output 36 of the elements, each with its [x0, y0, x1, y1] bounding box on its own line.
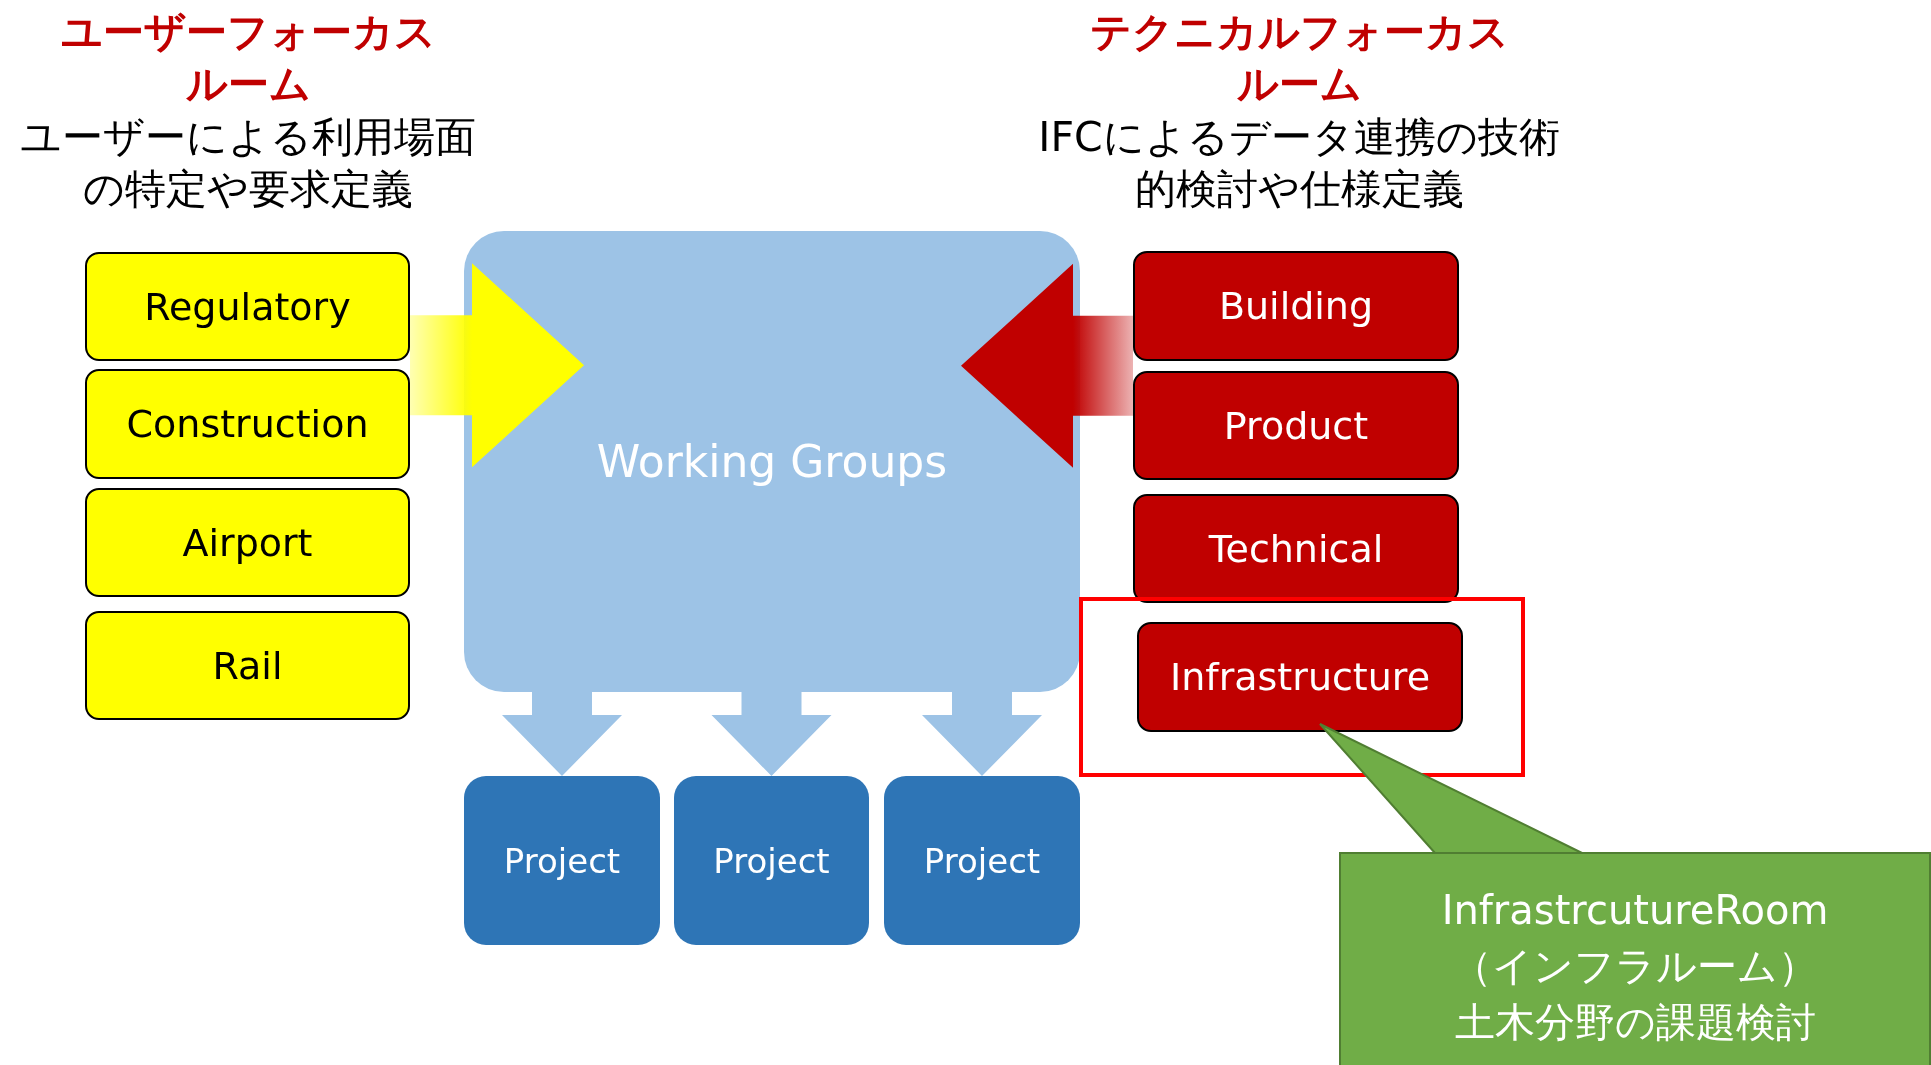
project-box [674, 776, 869, 945]
block-arrow [410, 263, 584, 468]
description-text: IFCによるデータ連携の技術的検討や仕様定義 [1037, 112, 1561, 215]
description-text: ユーザーによる利用場面の特定や要求定義 [19, 112, 477, 215]
category-box [1133, 494, 1459, 603]
highlight-frame [1079, 597, 1525, 777]
node-label: Rail [212, 643, 283, 688]
category-box [1133, 251, 1459, 361]
node-label: Technical [1208, 526, 1384, 571]
section-heading: ユーザーフォーカスルーム [59, 7, 437, 110]
category-box [1133, 371, 1459, 480]
project-box [884, 776, 1080, 945]
node-label: Regulatory [144, 284, 351, 329]
category-box [85, 488, 410, 597]
node-label: Infrastructure [1170, 655, 1430, 699]
section-heading: テクニカルフォーカスルーム [1088, 7, 1510, 110]
block-arrow [502, 692, 622, 776]
node-label: Project [923, 840, 1041, 881]
category-box [85, 252, 410, 361]
project-box [464, 776, 660, 945]
node-label: Building [1218, 284, 1374, 328]
category-box [85, 369, 410, 479]
node-label: InfrastrcutureRoom（インフラルーム）土木分野の課題検討 [1440, 886, 1830, 1047]
category-box [85, 611, 410, 720]
node-label: Construction [126, 402, 369, 446]
block-arrow [922, 692, 1042, 776]
group-panel [464, 231, 1080, 692]
node-label: Airport [182, 520, 313, 565]
group-title: Working Groups [596, 436, 948, 487]
block-arrow [711, 692, 832, 776]
node-label: Project [713, 840, 830, 881]
category-box [1137, 622, 1463, 732]
node-label: Project [503, 840, 621, 881]
node-label: Product [1223, 403, 1369, 448]
block-arrow [961, 263, 1133, 468]
callout-pointer [1319, 723, 1583, 854]
